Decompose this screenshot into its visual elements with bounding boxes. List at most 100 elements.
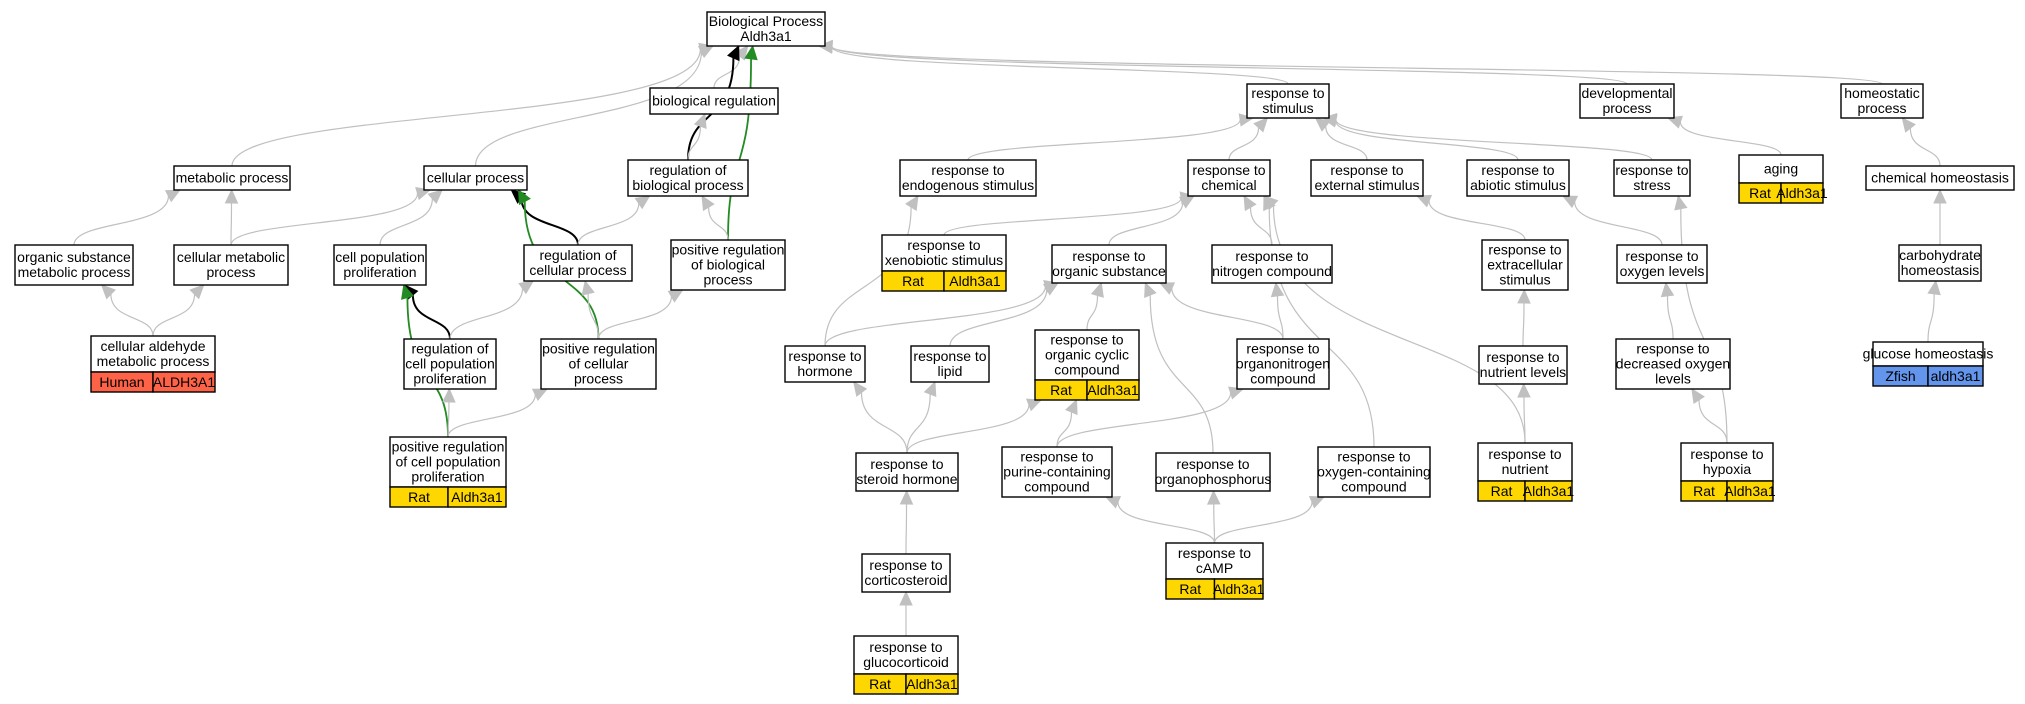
edge-line [1574,201,1663,246]
edge-line [73,195,170,246]
edge-arrowhead [164,189,182,203]
edge-metab-to-root [231,42,715,167]
gene-cell [1086,379,1140,401]
species-label: Human [99,374,144,390]
node-label-line: proliferation [413,371,486,387]
edge-orgsubst-to-chem [1108,195,1196,246]
node-label-line: Biological Process [709,13,823,29]
edge-arrowhead [1666,115,1683,129]
node-label-line: regulation of [649,162,726,178]
node-label-line: response to [1251,85,1324,101]
edge-line [1679,121,1782,156]
node-box [910,345,990,383]
edge-gluco-to-cort [899,590,913,636]
edge-orgsub-to-metab [73,189,182,246]
species-label: Rat [1693,483,1715,499]
edge-line [520,198,579,246]
edge-line [824,286,1047,347]
node-label-line: positive regulation [542,341,655,357]
edge-line [1325,126,1368,161]
gene-label: Aldh3a1 [949,273,1001,289]
edge-arrowhead [1321,112,1338,127]
edge-arrowhead [1561,195,1579,209]
edge-line [447,401,450,438]
node-label-line: cellular process [427,170,524,186]
node-label-line: positive regulation [392,439,505,455]
go-term-node-bioreg[interactable]: biological regulation [649,87,779,115]
node-label-line: response to [788,348,861,364]
node-box [670,239,786,291]
edge-arrowhead [734,45,749,61]
edge-line [1680,208,1728,444]
gene-cell [1927,365,1984,387]
edge-line [708,207,729,241]
go-term-node-chemhomeo[interactable]: chemical homeostasis [1865,165,2015,191]
node-label-line: response to [1192,162,1265,178]
edge-arrowhead [1025,398,1043,412]
node-label-line: chemical homeostasis [1871,170,2009,186]
node-box [423,165,528,191]
node-box [1317,446,1431,498]
edge-cellproc-to-root [474,45,715,167]
edge-orgcyc-to-orgsubst [1086,281,1104,331]
species-label: Rat [1491,483,1513,499]
edge-cellmetab-to-metab [224,188,239,246]
go-term-node-cellproc[interactable]: cellular process [423,165,528,191]
edge-arrowhead [1674,194,1688,211]
node-label-line: response to [1246,341,1319,357]
node-label-line: organic substance [17,249,131,265]
node-label-line: process [1857,100,1906,116]
edge-line [1171,288,1284,340]
go-term-node-metab[interactable]: metabolic process [173,165,291,191]
node-box [1615,338,1731,390]
edge-line [949,289,1048,347]
node-label-line: cellular metabolic [177,249,285,265]
edge-ext-to-stim [1314,117,1368,161]
edge-arrowhead [697,45,715,59]
node-label-line: response to [1481,162,1554,178]
